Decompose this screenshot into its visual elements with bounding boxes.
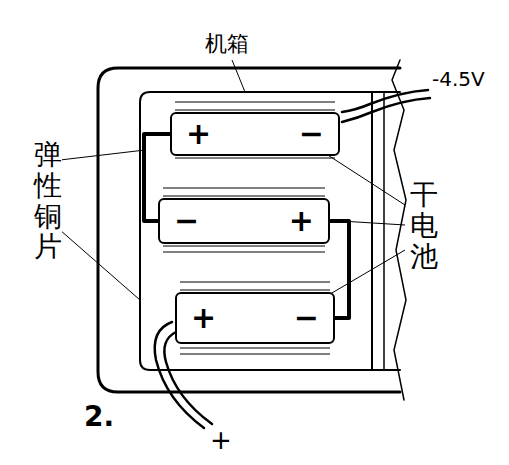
housing-label: 机箱 [205,32,249,56]
leader-line [60,150,145,160]
polarity-sign: − [292,303,321,333]
leader-line [232,60,245,92]
negative-wire [342,98,430,122]
dry-battery: +− [170,112,340,156]
housing-outer [98,68,400,392]
dry-battery: +− [175,292,335,344]
polarity-sign: + [287,206,316,236]
part-label: 弹性铜片 [34,140,62,263]
dry-battery: −+ [158,198,330,244]
polarity-sign: − [297,119,326,149]
polarity-sign: + [184,119,213,149]
leader-line [60,230,140,300]
housing-wall [371,92,373,370]
figure-number: 2. [84,402,114,433]
polarity-sign: − [172,206,201,236]
positive-wire [164,332,212,424]
voltage-label: -4.5V [432,68,485,90]
housing-wall [383,92,385,370]
polarity-sign: + [189,303,218,333]
terminal-label: + [210,426,232,455]
break-line [392,60,406,400]
part-label: 干电池 [410,180,438,272]
housing-inner [140,92,400,370]
